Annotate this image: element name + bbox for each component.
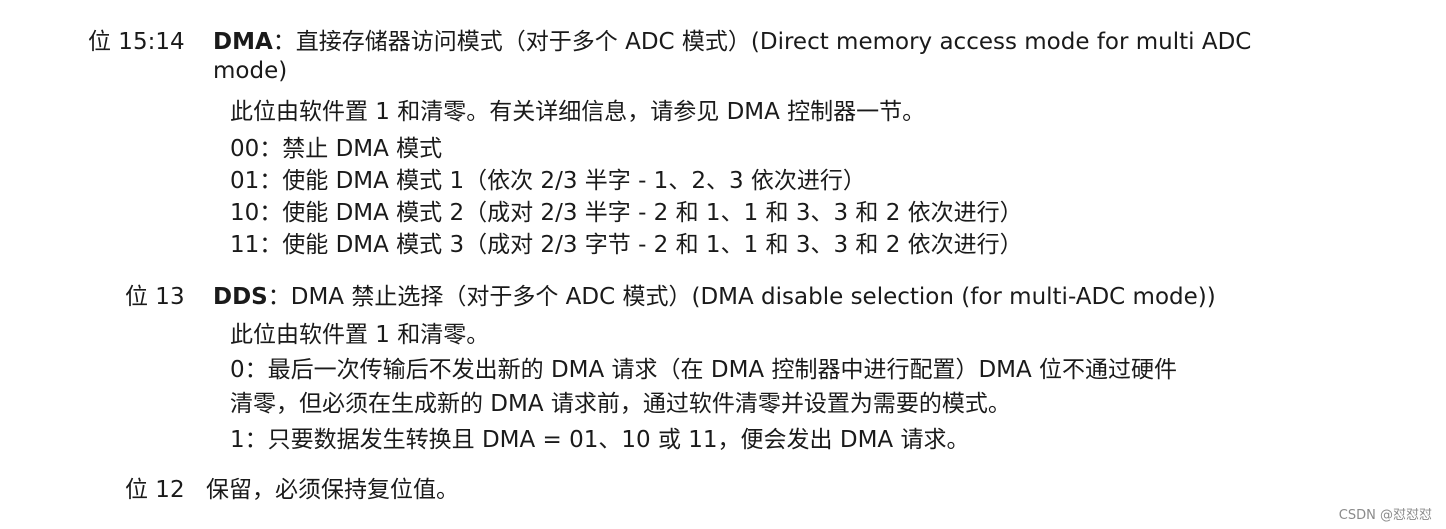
field-title-continuation: mode): [213, 58, 288, 84]
option-01: 01：使能 DMA 模式 1（依次 2/3 半字 - 1、2、3 依次进行）: [230, 168, 866, 194]
bit-label-15-14: 位 15:14: [88, 29, 185, 55]
option-1: 1：只要数据发生转换且 DMA = 01、10 或 11，便会发出 DMA 请求…: [230, 427, 970, 453]
field-title-dds: DDS：DMA 禁止选择（对于多个 ADC 模式）(DMA disable se…: [213, 283, 1216, 311]
field-description: 此位由软件置 1 和清零。有关详细信息，请参见 DMA 控制器一节。: [230, 99, 926, 125]
option-11: 11：使能 DMA 模式 3（成对 2/3 字节 - 2 和 1、1 和 3、3…: [230, 232, 1023, 258]
field-colon: ：: [272, 29, 296, 55]
csdn-watermark: CSDN @怼怼怼: [1338, 508, 1432, 523]
option-0-line1: 0：最后一次传输后不发出新的 DMA 请求（在 DMA 控制器中进行配置）DMA…: [230, 357, 1178, 383]
bit-label-13: 位 13: [125, 284, 185, 310]
option-00: 00：禁止 DMA 模式: [230, 136, 443, 162]
truncated-previous-line: [230, 0, 237, 4]
field-name-dds: DDS: [213, 284, 268, 310]
option-10: 10：使能 DMA 模式 2（成对 2/3 半字 - 2 和 1、1 和 3、3…: [230, 200, 1023, 226]
field-description: 此位由软件置 1 和清零。: [230, 322, 490, 348]
bit-label-12: 位 12: [125, 477, 185, 503]
field-colon: ：: [267, 284, 291, 310]
field-reserved-text: 保留，必须保持复位值。: [206, 477, 459, 503]
field-title-dma: DMA：直接存储器访问模式（对于多个 ADC 模式）(Direct memory…: [213, 28, 1251, 56]
field-description-title: DMA 禁止选择（对于多个 ADC 模式）(DMA disable select…: [290, 284, 1216, 310]
field-name-dma: DMA: [213, 29, 273, 55]
field-description-title: 直接存储器访问模式（对于多个 ADC 模式）(Direct memory acc…: [295, 29, 1252, 55]
option-0-line2: 清零，但必须在生成新的 DMA 请求前，通过软件清零并设置为需要的模式。: [230, 391, 1011, 417]
